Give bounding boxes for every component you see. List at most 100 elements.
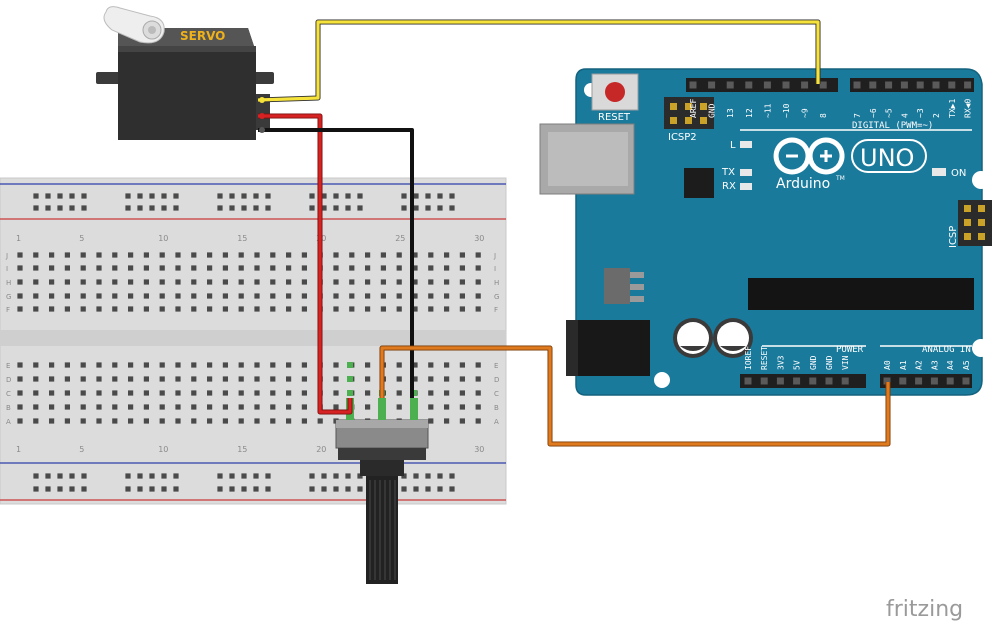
breadboard-hole <box>207 362 213 368</box>
rail-hole <box>229 473 235 479</box>
breadboard-hole <box>207 376 213 382</box>
breadboard-hole <box>301 404 307 410</box>
breadboard-hole <box>17 376 23 382</box>
digital-header-left <box>686 78 838 92</box>
servo-top-edge <box>118 46 256 52</box>
rail-hole <box>217 205 223 211</box>
breadboard-hole <box>96 418 102 424</box>
breadboard-hole <box>191 293 197 299</box>
breadboard-hole <box>207 265 213 271</box>
breadboard-hole <box>428 376 434 382</box>
rail-hole <box>357 486 363 492</box>
breadboard-hole <box>396 265 402 271</box>
breadboard-hole <box>159 362 165 368</box>
pin-label: ~6 <box>869 108 878 118</box>
breadboard-hole <box>17 390 23 396</box>
reset-button-cap[interactable] <box>605 82 625 102</box>
breadboard-hole <box>143 362 149 368</box>
led-tx <box>740 169 752 176</box>
column-number: 20 <box>316 445 326 454</box>
breadboard-hole <box>17 418 23 424</box>
rail-hole <box>137 486 143 492</box>
wire-signal <box>257 20 820 102</box>
pot-knob-shaft <box>366 476 398 584</box>
rail-hole <box>241 193 247 199</box>
breadboard-hole <box>64 293 70 299</box>
breadboard-hole <box>444 362 450 368</box>
breadboard-hole <box>238 376 244 382</box>
breadboard-hole <box>444 306 450 312</box>
rail-hole <box>149 193 155 199</box>
breadboard-hole <box>64 362 70 368</box>
wires <box>257 19 891 447</box>
capacitor-1 <box>673 318 713 358</box>
breadboard-hole <box>380 265 386 271</box>
header-pin <box>689 81 697 89</box>
breadboard-hole <box>222 265 228 271</box>
breadboard-hole <box>270 404 276 410</box>
breadboard-hole <box>222 418 228 424</box>
breadboard-hole <box>254 390 260 396</box>
breadboard-hole <box>96 362 102 368</box>
analog-header <box>880 374 972 388</box>
breadboard-hole <box>333 293 339 299</box>
breadboard-hole <box>238 404 244 410</box>
rail-hole <box>33 205 39 211</box>
breadboard-hole <box>301 252 307 258</box>
pin-label: ~11 <box>763 103 772 118</box>
breadboard-hole <box>49 418 55 424</box>
rail-hole <box>81 193 87 199</box>
breadboard-hole <box>365 376 371 382</box>
servo-horn <box>103 6 165 44</box>
icsp2-pin <box>685 117 692 124</box>
rail-hole <box>309 486 315 492</box>
column-number: 30 <box>474 234 484 243</box>
header-pin <box>946 377 954 385</box>
led-l <box>740 141 752 148</box>
breadboard-hole <box>286 418 292 424</box>
header-pin <box>948 81 956 89</box>
pin-label: A4 <box>946 360 955 370</box>
breadboard-hole <box>238 252 244 258</box>
rail-hole <box>437 486 443 492</box>
rail-hole <box>217 473 223 479</box>
header-pin <box>793 377 801 385</box>
breadboard-hole <box>475 362 481 368</box>
rail-hole <box>265 205 271 211</box>
column-number: 5 <box>79 445 84 454</box>
rail-hole <box>33 486 39 492</box>
row-letter: D <box>6 376 11 384</box>
breadboard-hole <box>17 404 23 410</box>
breadboard-hole <box>112 279 118 285</box>
breadboard-hole <box>49 362 55 368</box>
reset-label: RESET <box>598 112 631 123</box>
pot-base <box>338 448 426 460</box>
breadboard-hole <box>128 293 134 299</box>
breadboard-hole <box>396 306 402 312</box>
breadboard-hole <box>33 404 39 410</box>
rail-hole <box>45 486 51 492</box>
rail-hole <box>333 193 339 199</box>
breadboard-hole <box>412 306 418 312</box>
breadboard-hole <box>80 362 86 368</box>
breadboard-hole <box>270 362 276 368</box>
row-letter: B <box>494 404 499 412</box>
breadboard-hole <box>143 306 149 312</box>
atmega-chip <box>748 278 974 310</box>
breadboard-hole <box>96 306 102 312</box>
breadboard-hole <box>349 279 355 285</box>
rail-hole <box>345 486 351 492</box>
breadboard-hole <box>270 252 276 258</box>
breadboard-hole <box>112 418 118 424</box>
breadboard-hole <box>459 265 465 271</box>
breadboard-hole <box>64 252 70 258</box>
rail-hole <box>173 193 179 199</box>
breadboard-hole <box>286 279 292 285</box>
rail-hole <box>401 193 407 199</box>
breadboard-hole <box>159 293 165 299</box>
breadboard-hole <box>301 376 307 382</box>
rail-hole <box>45 205 51 211</box>
breadboard-hole <box>143 390 149 396</box>
pin-label: 3V3 <box>776 355 785 370</box>
rail-hole <box>437 205 443 211</box>
